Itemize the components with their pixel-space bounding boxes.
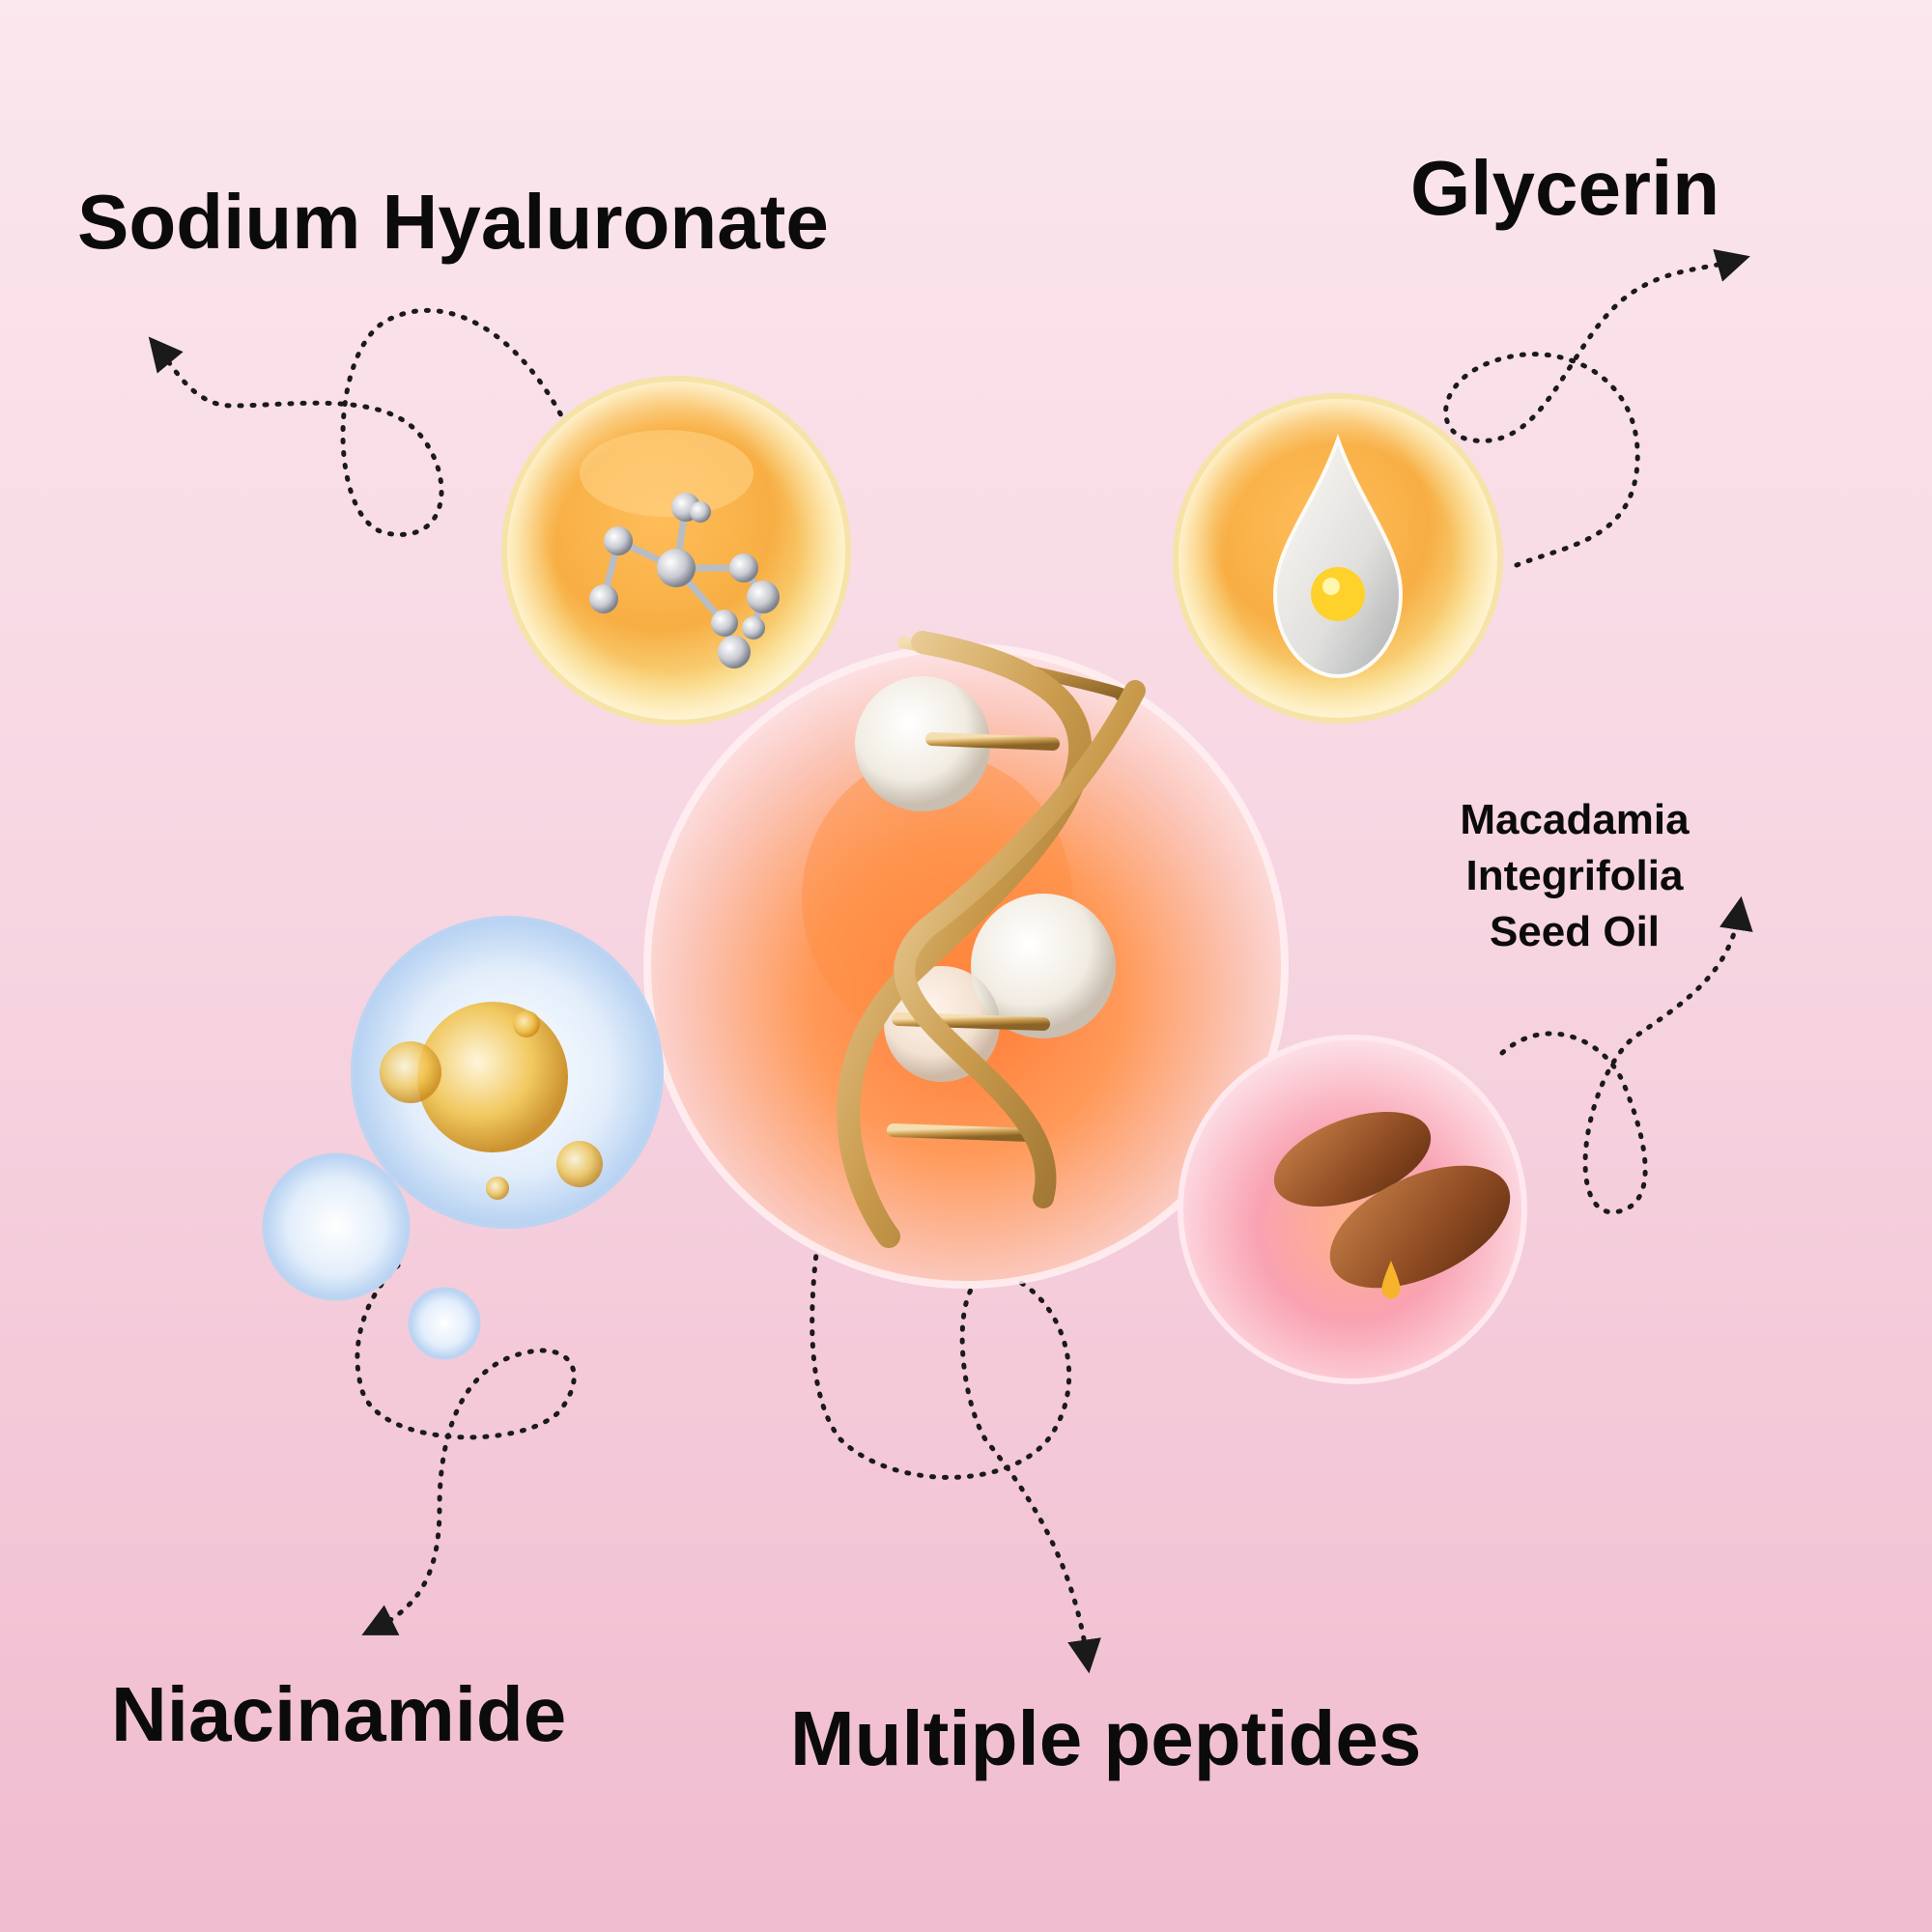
macadamia-label-line: Macadamia	[1460, 796, 1690, 843]
connector-macadamia	[1499, 895, 1753, 1215]
multiple-peptides-label: Multiple peptides	[790, 1695, 1422, 1781]
sodium-hyaluronate-label: Sodium Hyaluronate	[77, 179, 829, 265]
dna-helix-icon	[837, 631, 1146, 1248]
connector-niacinamide	[355, 1263, 577, 1635]
water-droplet-icon	[1272, 434, 1404, 679]
macadamia-label-line: Seed Oil	[1489, 908, 1661, 955]
molecule-icon	[589, 493, 780, 668]
macadamia-label-line: Integrifolia	[1465, 852, 1684, 899]
connector-peptides	[810, 1229, 1101, 1674]
niacinamide-label: Niacinamide	[111, 1671, 567, 1757]
macadamia-bubble	[1178, 1035, 1527, 1384]
connector-sodium	[148, 307, 575, 537]
oil-bubble-icon	[380, 1002, 603, 1200]
almond-icon	[1273, 1111, 1511, 1299]
niacinamide-bubbles	[262, 916, 664, 1360]
connector-glycerin	[1443, 248, 1750, 568]
multiple-peptides-bubble	[643, 631, 1289, 1289]
glycerin-label: Glycerin	[1410, 145, 1720, 231]
glycerin-bubble	[1173, 393, 1503, 724]
macadamia-label: Macadamia Integrifolia Seed Oil	[1420, 792, 1729, 960]
sodium-hyaluronate-bubble	[501, 376, 851, 725]
